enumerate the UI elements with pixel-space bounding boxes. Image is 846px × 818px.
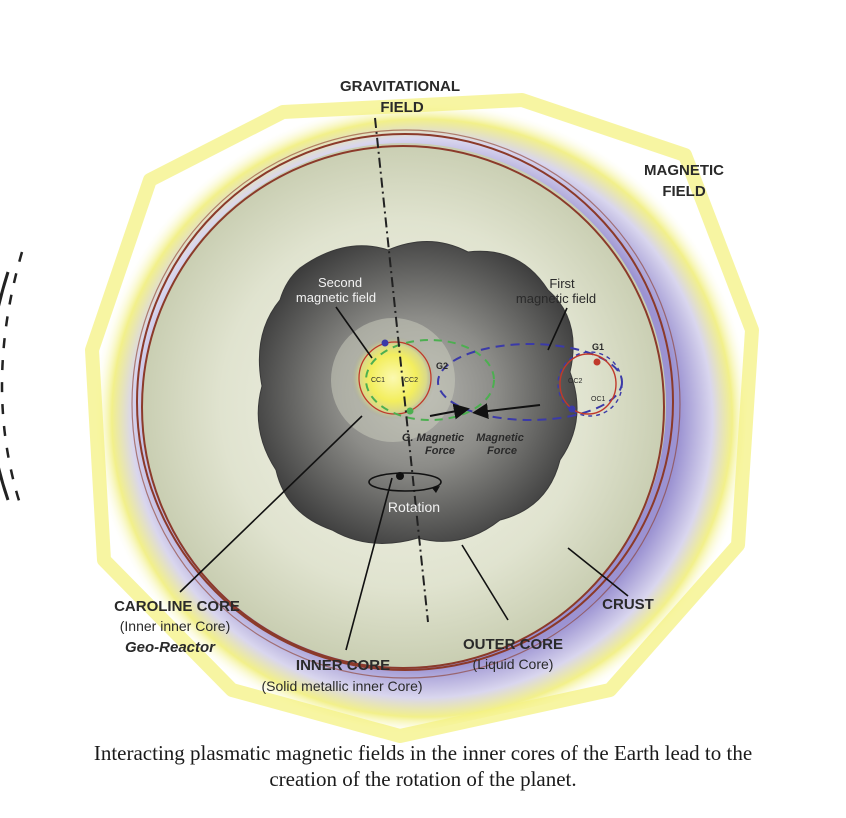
force-arrows [429, 403, 541, 420]
crust-rings [131, 129, 681, 679]
gravitational-field-label-2: FIELD [380, 99, 423, 116]
crust-label: CRUST [602, 596, 654, 613]
g-magnetic-force-label-2: Force [425, 445, 455, 457]
oc2-label: OC2 [568, 378, 583, 385]
rotation-label: Rotation [388, 499, 440, 515]
first-magnetic-field-label: First [549, 276, 575, 291]
first-magnetic-field-loops [437, 343, 623, 421]
adjacent-earth-fragment [0, 251, 24, 511]
second-magnetic-field-label: Second [318, 275, 362, 290]
second-magnetic-field-loops [358, 339, 495, 421]
gravitational-axis [374, 117, 429, 623]
caption-line-2: creation of the rotation of the planet. [269, 767, 577, 791]
caption-line-1: Interacting plasmatic magnetic fields in… [93, 741, 753, 765]
caroline-core [351, 336, 435, 420]
caroline-core-label: CAROLINE CORE [114, 598, 240, 615]
inner-core-label: INNER CORE [296, 657, 390, 674]
cc1-label: CC1 [371, 377, 385, 384]
second-magnetic-field-label-2: magnetic field [296, 290, 376, 305]
caroline-core-sublabel: (Inner inner Core) [120, 618, 231, 634]
magnetic-field-label-2: FIELD [662, 183, 705, 200]
gravitational-field-label: GRAVITATIONAL [340, 78, 460, 95]
oc1-label: OC1 [591, 396, 606, 403]
outer-core-sublabel: (Liquid Core) [473, 656, 554, 672]
cc2-label: CC2 [404, 377, 418, 384]
rotation-arrow [368, 472, 442, 493]
figure-caption: Interacting plasmatic magnetic fields in… [0, 740, 846, 792]
geo-reactor-label: Geo-Reactor [125, 639, 216, 656]
magnetic-force-label-2: Force [487, 445, 517, 457]
g2-label: G2 [436, 361, 448, 371]
inner-core-sublabel: (Solid metallic inner Core) [261, 678, 422, 694]
first-magnetic-field-label-2: magnetic field [516, 291, 596, 306]
magnetic-force-label: Magnetic [476, 432, 524, 444]
leader-lines [179, 306, 629, 651]
magnetic-field-label: MAGNETIC [644, 162, 724, 179]
g1-label: G1 [592, 342, 604, 352]
outer-core-label: OUTER CORE [463, 636, 563, 653]
g-magnetic-force-label: G. Magnetic [402, 432, 464, 444]
